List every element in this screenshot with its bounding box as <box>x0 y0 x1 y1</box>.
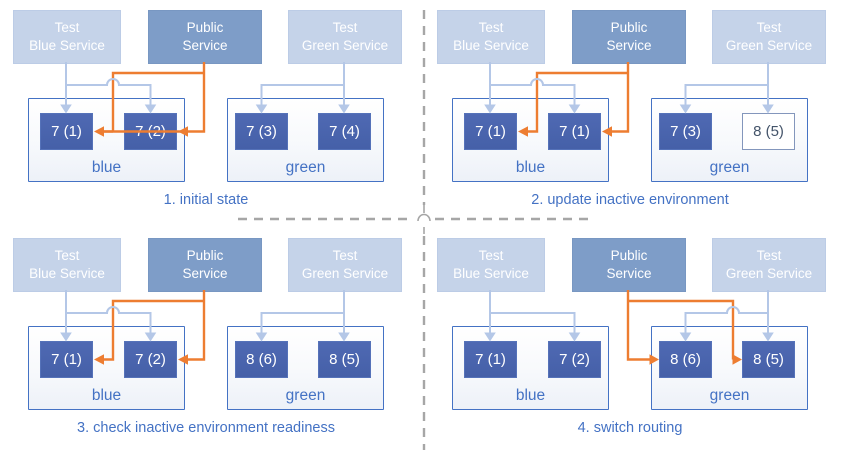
deployment-node: 7 (1) <box>548 113 601 150</box>
deployment-node: 8 (5) <box>742 341 795 378</box>
green-environment-label: green <box>285 387 326 404</box>
test-blue-service-box: Test Blue Service <box>437 238 545 292</box>
panel-caption: 4. switch routing <box>577 420 683 436</box>
green-environment-label: green <box>285 159 326 176</box>
panel-switch-routing: Test Blue Service Public Service Test Gr… <box>424 228 848 456</box>
deployment-node: 7 (3) <box>659 113 712 150</box>
deployment-node: 7 (1) <box>40 113 93 150</box>
panel-caption: 2. update inactive environment <box>531 192 729 208</box>
deployment-node: 7 (1) <box>464 341 517 378</box>
test-blue-service-box: Test Blue Service <box>13 10 121 64</box>
deployment-node: 7 (1) <box>40 341 93 378</box>
public-service-box: Public Service <box>148 10 262 64</box>
blue-environment-label: blue <box>91 159 122 176</box>
deployment-node: 7 (2) <box>548 341 601 378</box>
test-blue-service-box: Test Blue Service <box>437 10 545 64</box>
green-environment-label: green <box>709 159 750 176</box>
panel-check-inactive-environment-readiness: Test Blue Service Public Service Test Gr… <box>0 228 424 456</box>
test-green-service-box: Test Green Service <box>712 10 826 64</box>
test-green-service-box: Test Green Service <box>288 10 402 64</box>
deployment-node: 8 (5) <box>318 341 371 378</box>
panel-caption: 3. check inactive environment readiness <box>77 420 335 436</box>
deployment-node: 7 (2) <box>124 341 177 378</box>
blue-environment-label: blue <box>515 159 546 176</box>
deployment-node: 7 (2) <box>124 113 177 150</box>
deployment-node-new-version: 8 (5) <box>742 113 795 150</box>
test-green-service-box: Test Green Service <box>288 238 402 292</box>
panel-update-inactive-environment: Test Blue Service Public Service Test Gr… <box>424 0 848 228</box>
blue-environment-label: blue <box>91 387 122 404</box>
blue-environment-label: blue <box>515 387 546 404</box>
green-environment-label: green <box>709 387 750 404</box>
deployment-node: 7 (3) <box>235 113 288 150</box>
deployment-node: 8 (6) <box>659 341 712 378</box>
panel-caption: 1. initial state <box>163 192 249 208</box>
deployment-node: 8 (6) <box>235 341 288 378</box>
deployment-node: 7 (4) <box>318 113 371 150</box>
public-service-box: Public Service <box>572 238 686 292</box>
panel-initial-state: Test Blue Service Public Service Test Gr… <box>0 0 424 228</box>
test-green-service-box: Test Green Service <box>712 238 826 292</box>
deployment-node: 7 (1) <box>464 113 517 150</box>
test-blue-service-box: Test Blue Service <box>13 238 121 292</box>
public-service-box: Public Service <box>148 238 262 292</box>
public-service-box: Public Service <box>572 10 686 64</box>
